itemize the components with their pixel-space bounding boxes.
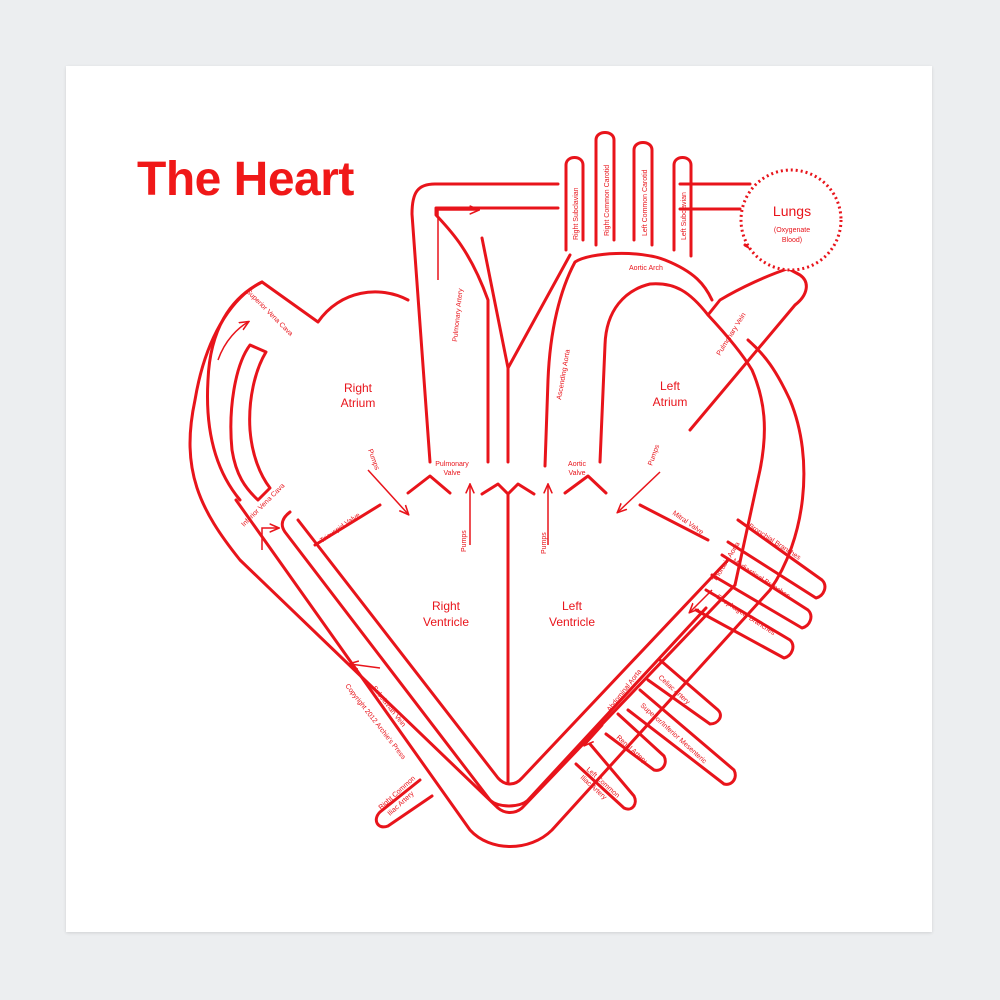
right-subclavian-label: Right Subclavian	[573, 187, 580, 240]
left-common-carotid-label: Left Common Carotid	[642, 169, 649, 236]
left-ventricle-label-line1: Left	[562, 599, 583, 613]
mediastinal-branches-tube	[710, 553, 813, 630]
arrow-svc	[217, 322, 248, 361]
aortic-valve-label-line2: Valve	[569, 470, 586, 477]
inferior-vena-cava-tube	[280, 510, 708, 808]
pulmonary-vein-tube	[688, 243, 808, 432]
right-common-carotid-label: Right Common Carotid	[604, 165, 611, 236]
mitral-valve-line	[638, 503, 710, 542]
right-atrium-label-line2: Atrium	[341, 396, 376, 410]
heart-outline-right-side	[188, 280, 737, 814]
aortic-arch-label: Aortic Arch	[629, 265, 663, 272]
right-iliac-tube	[374, 778, 434, 829]
left-subclavian-branch	[672, 156, 693, 258]
arrow-ivc	[261, 528, 278, 550]
pulmonary-artery-inner	[434, 206, 560, 464]
renal-artery-tube	[604, 712, 667, 772]
pulmonary-valve-label-line1: Pulmonary	[435, 461, 469, 468]
left-ventricle-label-line2: Ventricle	[549, 615, 595, 629]
aortic-arch-inner	[598, 266, 792, 464]
mesenteric-label: Superior/Inferior Mesenteric	[639, 702, 708, 765]
inferior-vena-cava-inner	[296, 518, 730, 786]
bronchial-branches-tube	[726, 518, 827, 600]
superior-vena-cava-tube	[229, 343, 272, 502]
pulmonary-valve-lines	[406, 474, 452, 495]
pulmonary-valve-label-line2: Valve	[444, 470, 461, 477]
esophageal-branches-tube	[694, 588, 795, 660]
lungs-label: Lungs	[773, 203, 811, 219]
esophageal-branches-label: Esophageal Branches	[715, 594, 777, 637]
left-common-carotid-branch	[632, 141, 654, 247]
pumps-label-left-ventricle: Pumps	[541, 532, 548, 554]
arrow-abdominal-aorta	[585, 724, 604, 745]
mesenteric-tube	[626, 688, 737, 786]
pumps-label-left-atrium: Pumps	[647, 443, 661, 466]
pulmonary-artery-label: Pulmonary Artery	[452, 288, 465, 343]
septum-left-wall	[480, 236, 572, 370]
left-atrium-label-line2: Atrium	[653, 395, 688, 409]
right-ventricle-label-line1: Right	[432, 599, 461, 613]
arrow-left-atrium-pump	[618, 471, 661, 512]
lungs-note-line2: Blood)	[782, 237, 802, 244]
left-iliac-tube	[574, 742, 637, 811]
pulmonary-artery-tube	[410, 182, 560, 464]
ascending-aorta-label: Ascending Aorta	[556, 349, 572, 401]
right-valve-flaps	[480, 482, 536, 496]
left-atrium-label-line1: Left	[660, 379, 681, 393]
aortic-arch-tube	[543, 252, 714, 468]
right-ventricle-label-line2: Ventricle	[423, 615, 469, 629]
lungs-circle	[739, 168, 843, 272]
tricuspid-valve-line	[313, 503, 382, 547]
outer-vessel-loop	[234, 338, 806, 848]
page-title: The Heart	[137, 153, 354, 206]
right-subclavian-branch	[564, 156, 585, 252]
pulmonary-vein-label: Pulmonary Vein	[716, 312, 748, 357]
pumps-label-right-ventricle: Pumps	[461, 530, 468, 552]
right-common-carotid-branch	[594, 131, 616, 247]
superior-vena-cava-outer	[206, 280, 264, 502]
arrow-right-atrium-pump	[367, 469, 408, 514]
lungs-note-line1: (Oxygenate	[774, 227, 810, 234]
pumps-label-right-atrium: Pumps	[366, 448, 380, 471]
arrow-pulmonary-artery	[437, 210, 478, 280]
tricuspid-valve-label: Tricuspid Valve	[319, 512, 362, 545]
arrow-thoracic-aorta	[690, 589, 713, 612]
abdominal-aorta-label: Abdominal Aorta	[606, 668, 643, 713]
left-subclavian-label: Left Subclavian	[681, 192, 688, 240]
superior-vena-cava-label: Superior Vena Cava	[245, 288, 294, 337]
celiac-artery-tube	[646, 658, 722, 726]
aortic-valve-label-line1: Aortic	[568, 461, 586, 468]
arrow-subclavian-vein	[350, 664, 381, 668]
aortic-valve-lines	[563, 474, 608, 495]
heart-outline-left-side	[706, 313, 766, 587]
right-atrium-label-line1: Right	[344, 381, 373, 395]
